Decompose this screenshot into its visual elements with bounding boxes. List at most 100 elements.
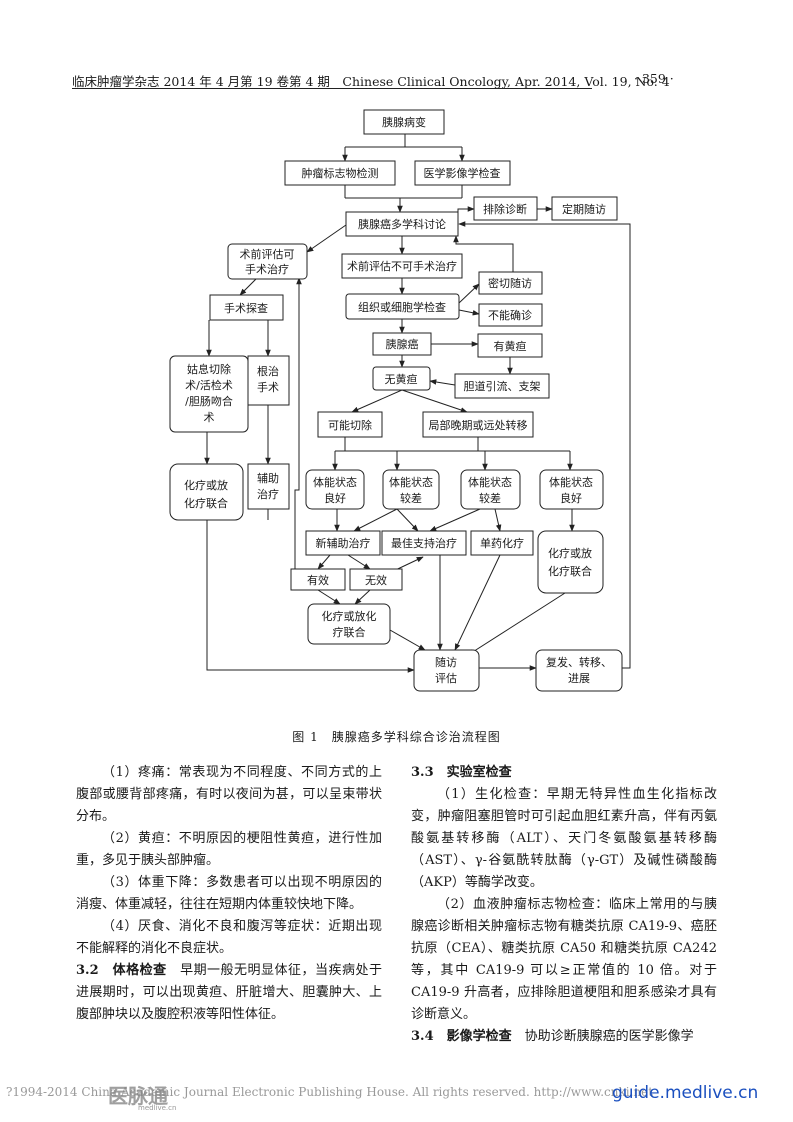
flowchart: 胰腺病变 肿瘤标志物检测 医学影像学检查 排除诊断 定期随访 胰腺癌多学科讨论 … bbox=[169, 109, 631, 692]
svg-text:最佳支持治疗: 最佳支持治疗 bbox=[391, 536, 457, 550]
flow-node-good-ps-1: 体能状态 良好 bbox=[305, 469, 365, 510]
flow-node-biliary-drain: 胆道引流、支架 bbox=[454, 373, 550, 399]
flow-node-surgical-explore: 手术探查 bbox=[209, 294, 284, 321]
svg-text:排除诊断: 排除诊断 bbox=[483, 202, 527, 216]
flow-node-mdt: 胰腺癌多学科讨论 bbox=[345, 211, 459, 237]
svg-text:良好: 良好 bbox=[324, 491, 346, 505]
svg-text:辅助: 辅助 bbox=[257, 471, 279, 485]
flow-node-radical: 根治 手术 bbox=[247, 355, 290, 406]
svg-text:较差: 较差 bbox=[400, 491, 422, 505]
section-3-2-heading: 3.2 体格检查 bbox=[76, 963, 167, 978]
svg-text:有黄疸: 有黄疸 bbox=[494, 339, 527, 353]
svg-text:治疗: 治疗 bbox=[257, 487, 279, 501]
left-column: （1）疼痛：常表现为不同程度、不同方式的上腹部或腰背部疼痛，有时以夜间为甚，可以… bbox=[76, 762, 382, 1026]
flow-node-jaundice: 有黄疸 bbox=[477, 333, 543, 358]
flow-node-possibly-resectable: 可能切除 bbox=[317, 411, 383, 438]
svg-text:手术探查: 手术探查 bbox=[224, 301, 268, 315]
flow-node-regular-followup: 定期随访 bbox=[551, 196, 618, 221]
svg-text:可能切除: 可能切除 bbox=[328, 418, 372, 432]
right-column: 3.3 实验室检查 （1）生化检查：早期无特异性血生化指标改变，肿瘤阻塞胆管时可… bbox=[411, 762, 717, 1048]
flow-node-tissue-exam: 组织或细胞学检查 bbox=[345, 293, 460, 320]
symptom-weight-loss: （3）体重下降：多数患者可以出现不明原因的消瘦、体重减轻，往往在短期内体重较快地… bbox=[76, 875, 382, 912]
svg-text:胰腺癌多学科讨论: 胰腺癌多学科讨论 bbox=[358, 217, 446, 231]
svg-text:新辅助治疗: 新辅助治疗 bbox=[316, 536, 371, 550]
svg-text:无效: 无效 bbox=[365, 573, 387, 587]
svg-text:无黄疸: 无黄疸 bbox=[385, 372, 418, 386]
flow-node-advanced: 局部晚期或远处转移 bbox=[422, 411, 534, 438]
svg-text:术前评估不可手术治疗: 术前评估不可手术治疗 bbox=[347, 259, 457, 273]
svg-text:组织或细胞学检查: 组织或细胞学检查 bbox=[358, 300, 446, 314]
flow-node-ineffective: 无效 bbox=[349, 568, 403, 591]
flow-node-pancreas-lesion: 胰腺病变 bbox=[363, 109, 445, 135]
svg-text:疗联合: 疗联合 bbox=[333, 625, 366, 639]
svg-text:手术: 手术 bbox=[257, 380, 279, 394]
svg-text:有效: 有效 bbox=[307, 573, 329, 587]
flow-node-chemo-b: 化疗或放 化疗联合 bbox=[537, 530, 604, 594]
flow-node-pancreatic-cancer: 胰腺癌 bbox=[372, 332, 432, 356]
svg-text:术: 术 bbox=[204, 411, 215, 424]
section-3-4-heading: 3.4 影像学检查 bbox=[411, 1029, 512, 1044]
svg-text:评估: 评估 bbox=[435, 672, 457, 685]
svg-text:手术治疗: 手术治疗 bbox=[245, 262, 289, 276]
flowchart-arrows bbox=[204, 134, 631, 673]
watermark-logo: 医脉通 bbox=[108, 1084, 168, 1108]
svg-text:化疗联合: 化疗联合 bbox=[548, 564, 592, 578]
svg-text:/胆肠吻合: /胆肠吻合 bbox=[185, 394, 233, 408]
svg-text:术前评估可: 术前评估可 bbox=[240, 247, 295, 261]
header-rule bbox=[72, 88, 592, 89]
svg-text:胰腺病变: 胰腺病变 bbox=[382, 115, 426, 129]
svg-text:良好: 良好 bbox=[560, 491, 582, 505]
flow-node-neoadjuvant: 新辅助治疗 bbox=[305, 530, 381, 556]
svg-text:化疗或放化: 化疗或放化 bbox=[322, 609, 377, 623]
svg-text:体能状态: 体能状态 bbox=[389, 475, 433, 489]
figure-caption: 图 1 胰腺癌多学科综合诊治流程图 bbox=[292, 730, 501, 744]
svg-text:进展: 进展 bbox=[568, 672, 590, 685]
svg-text:随访: 随访 bbox=[435, 655, 457, 669]
flow-node-chemo-a: 化疗或放 化疗联合 bbox=[169, 463, 244, 521]
flow-node-resectable: 术前评估可 手术治疗 bbox=[227, 243, 308, 280]
section-3-4-text: 协助诊断胰腺癌的医学影像学 bbox=[511, 1029, 694, 1044]
flow-node-good-ps-2: 体能状态 良好 bbox=[539, 469, 604, 510]
symptom-pain: （1）疼痛：常表现为不同程度、不同方式的上腹部或腰背部疼痛，有时以夜间为甚，可以… bbox=[76, 765, 382, 824]
svg-text:化疗联合: 化疗联合 bbox=[184, 496, 228, 510]
watermark-url[interactable]: guide.medlive.cn bbox=[612, 1083, 759, 1103]
lab-tumor-markers: （2）血液肿瘤标志物检查：临床上常用的与胰腺癌诊断相关肿瘤标志物有糖类抗原 CA… bbox=[411, 897, 717, 1022]
page-number: · 359 · bbox=[634, 71, 674, 86]
flow-node-best-support: 最佳支持治疗 bbox=[381, 530, 467, 556]
svg-text:胰腺癌: 胰腺癌 bbox=[386, 337, 419, 351]
flow-node-recurrence: 复发、转移、 进展 bbox=[535, 649, 623, 692]
svg-text:体能状态: 体能状态 bbox=[468, 475, 512, 489]
flow-node-close-followup: 密切随访 bbox=[478, 271, 543, 295]
svg-text:密切随访: 密切随访 bbox=[488, 276, 532, 290]
section-3-2: 3.2 体格检查 早期一般无明显体征，当疾病处于进展期时，可以出现黄疸、肝脏增大… bbox=[76, 960, 382, 1026]
flow-node-followup: 随访 评估 bbox=[413, 649, 480, 692]
flow-node-single-chemo: 单药化疗 bbox=[470, 530, 534, 556]
symptom-jaundice: （2）黄疸：不明原因的梗阻性黄疸，进行性加重，多见于胰头部肿瘤。 bbox=[76, 831, 382, 868]
svg-text:化疗或放: 化疗或放 bbox=[548, 546, 592, 560]
svg-text:不能确诊: 不能确诊 bbox=[488, 308, 532, 322]
watermark-subtext: medlive.cn bbox=[138, 1104, 177, 1112]
flow-node-poor-ps-1: 体能状态 较差 bbox=[382, 469, 440, 510]
section-3-3-heading: 3.3 实验室检查 bbox=[411, 765, 512, 780]
svg-text:定期随访: 定期随访 bbox=[562, 202, 606, 216]
symptom-anorexia: （4）厌食、消化不良和腹泻等症状：近期出现不能解释的消化不良症状。 bbox=[76, 919, 382, 956]
flow-node-poor-ps-2: 体能状态 较差 bbox=[460, 469, 521, 510]
flow-node-palliative: 姑息切除 术/活检术 /胆肠吻合 术 bbox=[169, 355, 249, 433]
flow-node-effective: 有效 bbox=[290, 568, 346, 591]
svg-text:复发、转移、: 复发、转移、 bbox=[546, 655, 612, 669]
journal-header: 临床肿瘤学杂志 2014 年 4 月第 19 卷第 4 期 Chinese Cl… bbox=[72, 74, 670, 89]
svg-text:体能状态: 体能状态 bbox=[549, 475, 593, 489]
svg-text:姑息切除: 姑息切除 bbox=[187, 362, 231, 376]
flow-node-adjuvant: 辅助 治疗 bbox=[247, 463, 290, 510]
svg-text:化疗或放: 化疗或放 bbox=[184, 478, 228, 492]
flow-node-exclude-dx: 排除诊断 bbox=[473, 196, 538, 221]
flow-node-unresectable: 术前评估不可手术治疗 bbox=[341, 253, 463, 279]
svg-text:医学影像学检查: 医学影像学检查 bbox=[424, 166, 501, 180]
lab-biochemistry: （1）生化检查：早期无特异性血生化指标改变，肿瘤阻塞胆管时可引起血胆红素升高，伴… bbox=[411, 787, 717, 890]
section-3-2-text: 早期一般无明显体征，当疾病处于进展期时，可以出现黄疸、肝脏增大、胆囊肿大、上腹部… bbox=[76, 963, 382, 1022]
svg-text:术/活检术: 术/活检术 bbox=[185, 378, 233, 392]
svg-text:体能状态: 体能状态 bbox=[313, 475, 357, 489]
section-3-4: 3.4 影像学检查 协助诊断胰腺癌的医学影像学 bbox=[411, 1026, 717, 1048]
svg-text:单药化疗: 单药化疗 bbox=[480, 536, 524, 550]
svg-text:根治: 根治 bbox=[257, 364, 279, 378]
